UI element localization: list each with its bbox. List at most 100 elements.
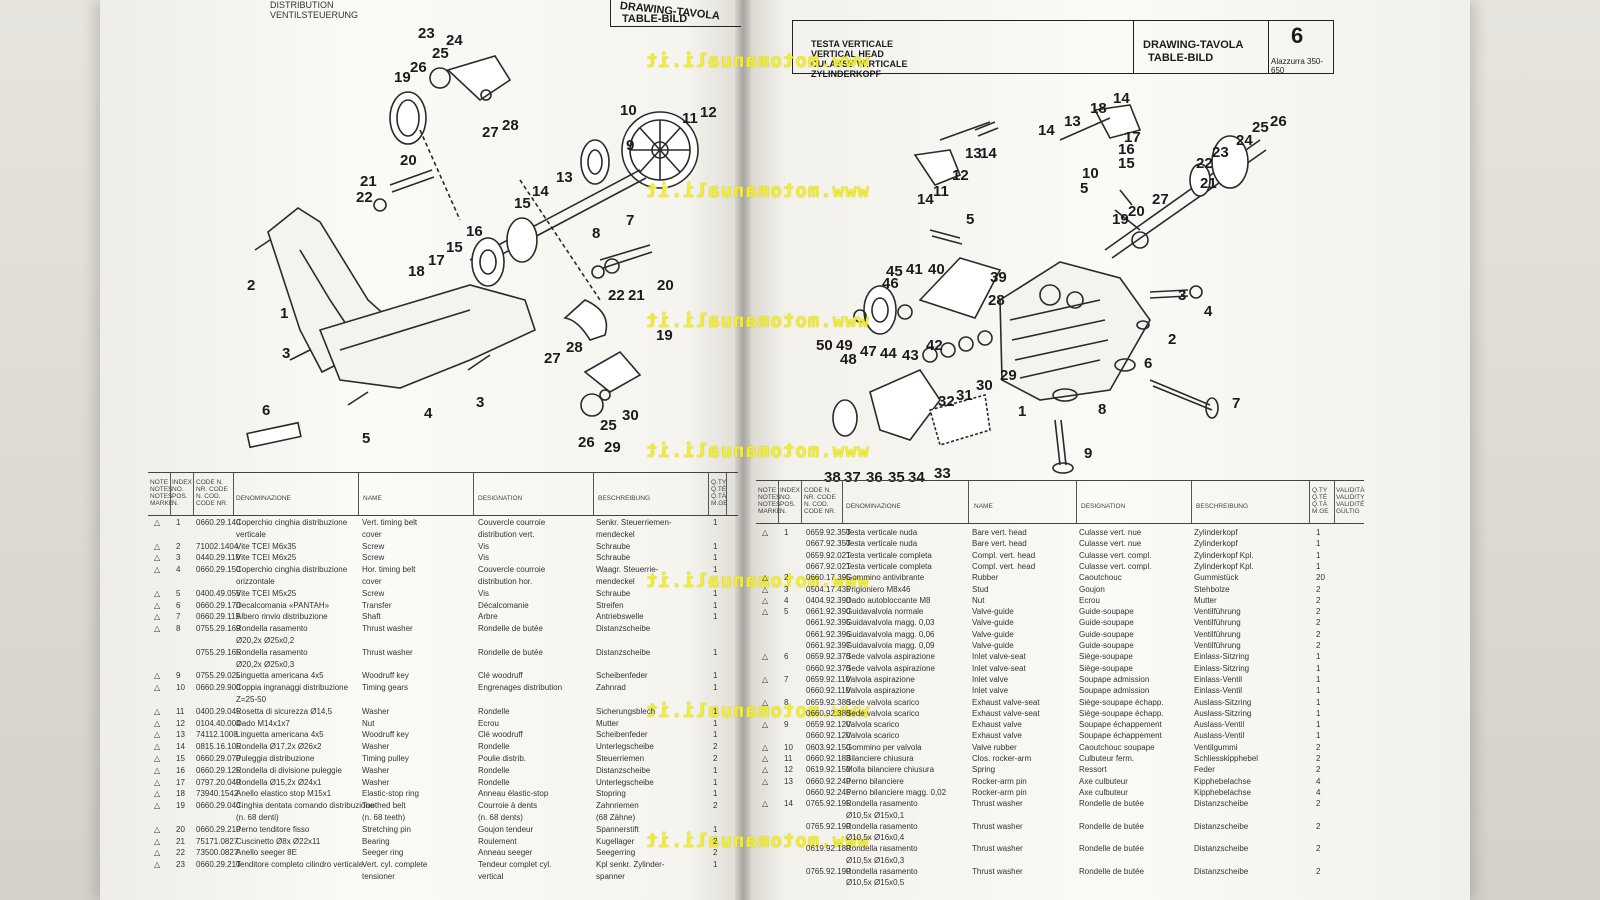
cell-n: 2 [176, 541, 181, 551]
cell-code: 0660.29.140 [196, 518, 241, 527]
cell-den: Rondella rasamento [236, 624, 308, 634]
cell-name: Valve-guide [972, 618, 1014, 628]
cell-q: 1 [713, 789, 718, 799]
part-callout: 43 [902, 347, 919, 364]
cell-name: Rubber [972, 573, 999, 583]
cell-n: 8 [784, 697, 789, 707]
part-callout: 28 [988, 292, 1005, 309]
part-callout: 37 [844, 469, 861, 486]
note-mark: △ [154, 553, 161, 563]
cell-name: Inlet valve-seat [972, 652, 1026, 662]
cell-des: Culasse vert. compl. [1079, 550, 1152, 560]
watermark-text: www.motomanuali.it [645, 180, 869, 202]
cell-code: 0660.29.070 [196, 754, 241, 763]
cell-code: 0440.29.110 [196, 553, 240, 563]
cell-des: Axe culbuteur [1079, 787, 1128, 797]
cell-bes: Einlass-Sitzring [1194, 652, 1250, 662]
cell-des: Rondelle de butée [1079, 844, 1144, 854]
header-notes: Note Notes Notes Marke [758, 487, 782, 515]
cell-n: 17 [176, 777, 185, 787]
model-name: Alazzurra 350-650 [1271, 57, 1324, 75]
cell-des: Siège-soupape [1079, 663, 1133, 673]
cell-name: Compl. vert. head [972, 550, 1036, 560]
cell-q: 4 [1316, 776, 1321, 786]
cell-den: Gommino per valvola [846, 742, 922, 752]
cell-den: Gommino antivibrante [846, 573, 925, 583]
note-mark: △ [154, 860, 161, 870]
cell-bes: Zylinderkopf Kpl. [1194, 561, 1254, 571]
part-callout: 32 [938, 393, 955, 410]
cell-den: Coperchio cinghia distribuzione [236, 565, 348, 575]
cell-q: 2 [713, 742, 718, 752]
cell-name: Washer [362, 742, 390, 752]
part-callout: 25 [600, 417, 617, 434]
cell-bes: Zylinderkopf [1194, 528, 1238, 537]
part-callout: 19 [1112, 211, 1129, 228]
part-callout: 9 [626, 137, 634, 154]
cell-n: 19 [176, 801, 185, 811]
cell-den: Guidavalvola magg. 0,06 [846, 629, 935, 639]
part-callout: 50 [816, 337, 833, 354]
part-callout: 12 [700, 104, 717, 121]
cell-n: 7 [176, 612, 181, 622]
part-callout: 12 [952, 167, 969, 184]
cell-des: Vis [478, 588, 489, 598]
cell-code: 0660.92.370 [806, 663, 851, 673]
cell-den: Linguetta americana 4x5 [236, 730, 324, 740]
cell-den: Sede valvola scarico [846, 708, 920, 718]
cell-q: 1 [1316, 652, 1321, 662]
cell-n: 11 [784, 754, 793, 763]
part-callout: 19 [394, 69, 411, 86]
cell-name: Screw [362, 541, 385, 551]
cell-den: Guidavalvola magg. 0,09 [846, 641, 935, 650]
cell-bes: Zahnrad [596, 683, 626, 693]
cell-den: Linguetta americana 4x5 [236, 671, 324, 681]
cell-den: Puleggia distribuzione [236, 754, 315, 763]
note-mark: △ [154, 777, 161, 787]
header-designation: DESIGNATION [1081, 503, 1126, 510]
cell-des: Culasse vert. compl. [1079, 561, 1152, 571]
cell-des: Ecrou [1079, 595, 1100, 605]
cell-q: 1 [713, 588, 718, 598]
cell-code: 0660.92.183 [806, 754, 851, 763]
cell-bes: Distanzscheibe [1194, 867, 1249, 876]
cell-code: 0661.92.396 [806, 629, 851, 639]
note-mark: △ [154, 683, 161, 693]
cell-bes: Schliesskipphebel [1194, 754, 1259, 763]
cell-bes: Kpl senkr. Zylinder- [596, 860, 665, 870]
cell-n: 22 [176, 848, 185, 858]
cell-n: 4 [176, 565, 181, 575]
cell-q: 1 [1316, 697, 1321, 707]
cell-n: 21 [176, 836, 185, 846]
cell-q: 1 [713, 683, 718, 693]
cell-den: Anello seeger 8E [236, 848, 297, 858]
cell-q: 1 [713, 541, 718, 551]
cell-name: Valve-guide [972, 629, 1014, 639]
cell-name: Valve-guide [972, 607, 1014, 617]
right-page [742, 0, 1470, 900]
cell-q: 2 [1316, 607, 1321, 617]
note-mark: △ [154, 518, 161, 527]
right-table-header: Note Notes Notes Marke Index No. Pos. N.… [756, 480, 1364, 524]
part-callout: 49 [836, 337, 853, 354]
part-callout: 1 [280, 305, 288, 322]
cell-des: Culbuteur ferm. [1079, 754, 1135, 763]
cell-name: Hor. timing belt [362, 565, 416, 575]
cell-code: 0504.17.435 [806, 584, 851, 594]
cell-des: Rondelle [478, 777, 510, 787]
cell-des: Courroie à dents [478, 801, 538, 811]
cell-name: Inlet valve [972, 686, 1009, 696]
cell-den: Perno bilanciere magg. 0,02 [846, 787, 947, 797]
cell-bes: Unterlegscheibe [596, 742, 654, 752]
part-callout: 21 [628, 287, 645, 304]
header-notes: Note Notes Notes Marke [150, 479, 174, 507]
cell-q: 2 [1316, 618, 1321, 628]
cell-q: 1 [1316, 528, 1321, 537]
cell-des: Siège-soupape [1079, 652, 1133, 662]
header-denominazione: DENOMINAZIONE [846, 503, 901, 510]
cell-n: 8 [176, 624, 181, 634]
left-drawing-box [610, 0, 741, 27]
part-callout: 26 [1270, 113, 1287, 130]
right-header-line-4: ZYLINDERKOPF [811, 69, 882, 79]
